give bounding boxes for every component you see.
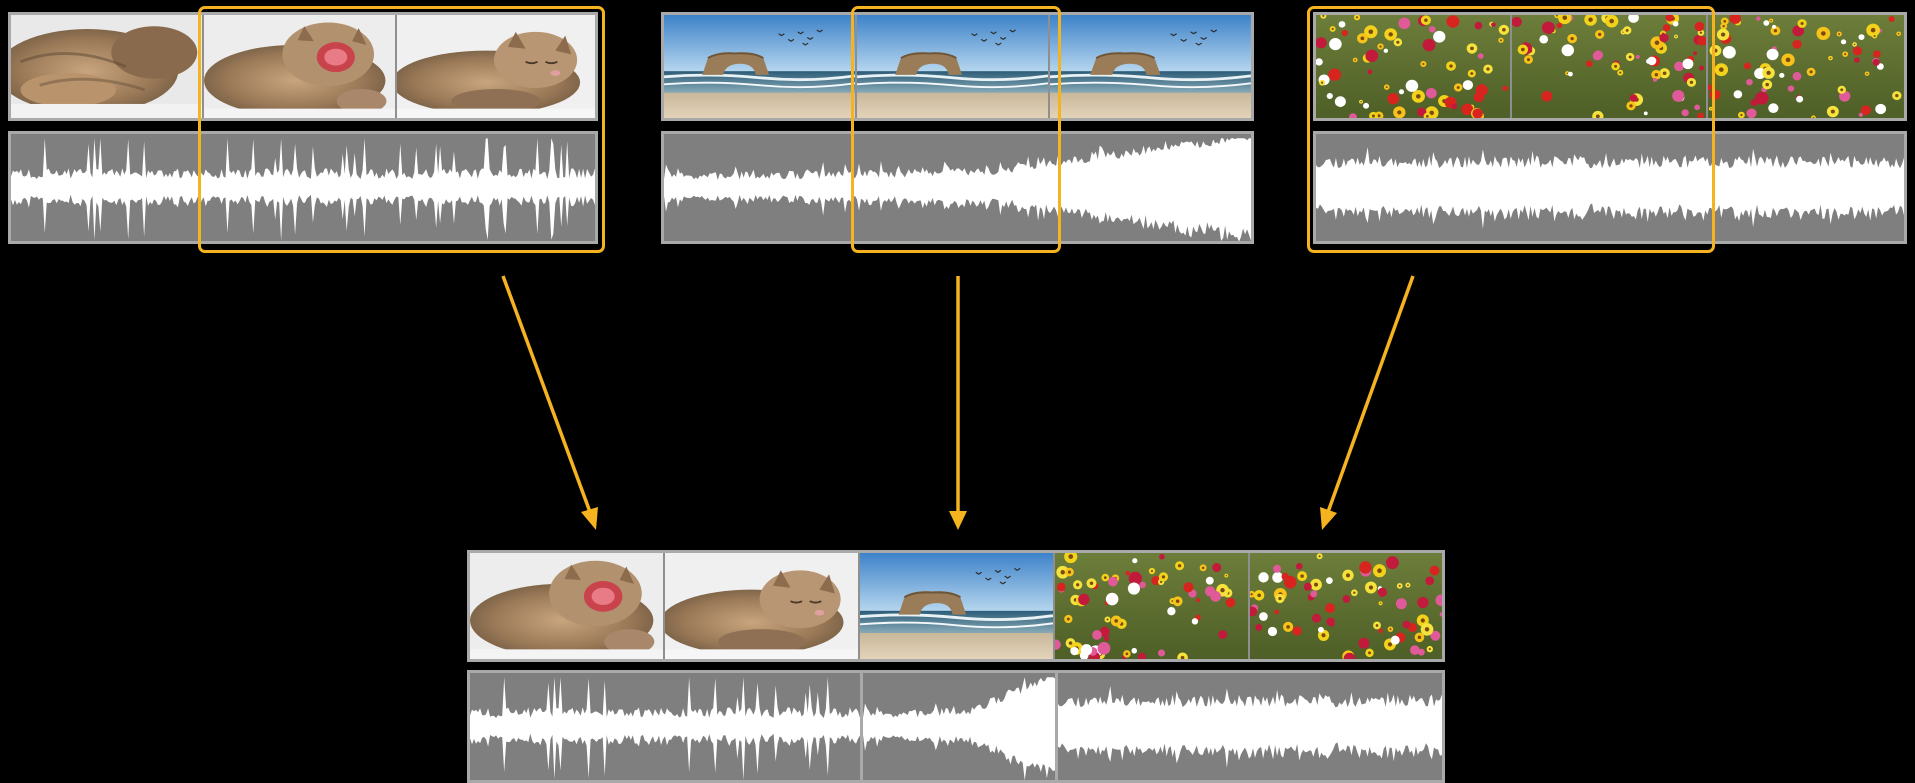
frame-wildflowers <box>1250 553 1442 659</box>
filmstrip <box>1313 12 1907 121</box>
audio-waveform <box>467 670 1445 783</box>
filmstrip <box>661 12 1254 121</box>
frame-sea-arch <box>1050 15 1251 118</box>
frame-sea-arch <box>664 15 858 118</box>
filmstrip <box>8 12 598 121</box>
audio-waveform <box>661 131 1254 244</box>
frame-wildflowers <box>1316 15 1512 118</box>
arrow-from-flower-field-clip <box>1320 275 1415 530</box>
waveform-segment-cat <box>470 673 860 780</box>
frame-wildflowers <box>1055 553 1250 659</box>
frame-cat-yawning <box>470 553 665 659</box>
frame-cat-sleeping <box>665 553 860 659</box>
frame-wildflowers <box>1708 15 1904 118</box>
waveform-segment-flower-field <box>1058 673 1442 780</box>
segment-divider <box>860 673 863 780</box>
audio-waveform <box>8 131 598 244</box>
audio-waveform <box>1313 131 1907 244</box>
waveform-segment-sea-arch <box>863 673 1055 780</box>
frame-sea-arch <box>857 15 1051 118</box>
frame-cat-paws <box>11 15 205 118</box>
arrow-from-sea-arch-clip <box>949 276 967 530</box>
arrow-from-cat-clip <box>501 275 598 530</box>
segment-divider <box>1055 673 1058 780</box>
frame-cat-yawning <box>204 15 398 118</box>
filmstrip <box>467 550 1445 662</box>
frame-cat-sleeping <box>397 15 595 118</box>
frame-wildflowers <box>1512 15 1708 118</box>
frame-sea-arch <box>860 553 1055 659</box>
